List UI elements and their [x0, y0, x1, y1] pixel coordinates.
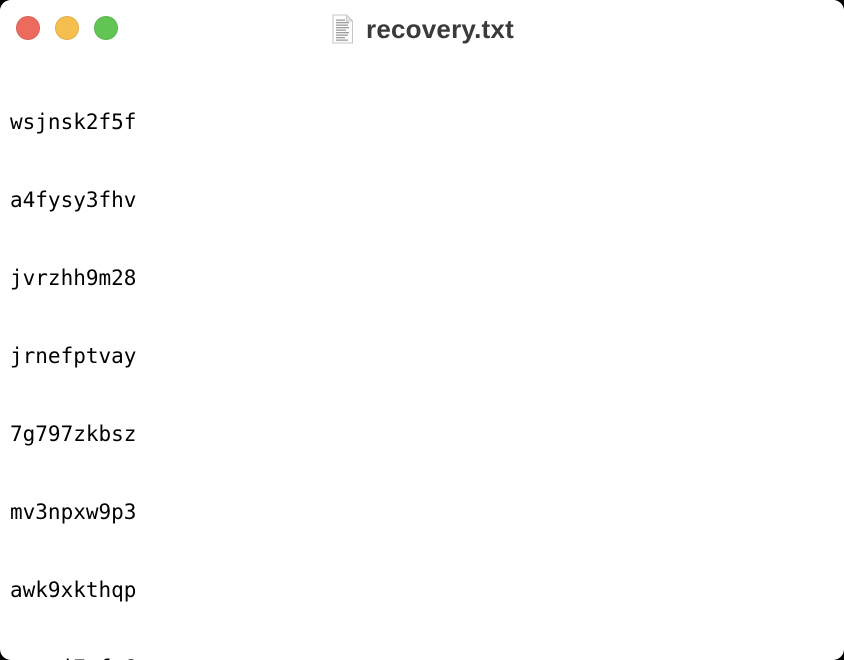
zoom-button[interactable] — [94, 16, 118, 40]
text-line: wxtnj7nfx6 — [10, 655, 834, 660]
title-bar[interactable]: recovery.txt — [0, 0, 844, 54]
window-title: recovery.txt — [366, 13, 514, 44]
text-editor-area[interactable]: wsjnsk2f5f a4fysy3fhv jvrzhh9m28 jrnefpt… — [0, 54, 844, 660]
text-line: a4fysy3fhv — [10, 188, 137, 212]
close-button[interactable] — [16, 16, 40, 40]
text-line: jrnefptvay — [10, 344, 137, 368]
traffic-lights — [16, 16, 118, 40]
document-icon[interactable] — [330, 14, 355, 44]
text-line: 7g797zkbsz — [10, 422, 137, 446]
text-line: awk9xkthqp — [10, 578, 137, 602]
text-line: jvrzhh9m28 — [10, 266, 137, 290]
text-line: wsjnsk2f5f — [10, 110, 137, 134]
text-line: mv3npxw9p3 — [10, 500, 137, 524]
title-group: recovery.txt — [330, 14, 514, 45]
minimize-button[interactable] — [55, 16, 79, 40]
